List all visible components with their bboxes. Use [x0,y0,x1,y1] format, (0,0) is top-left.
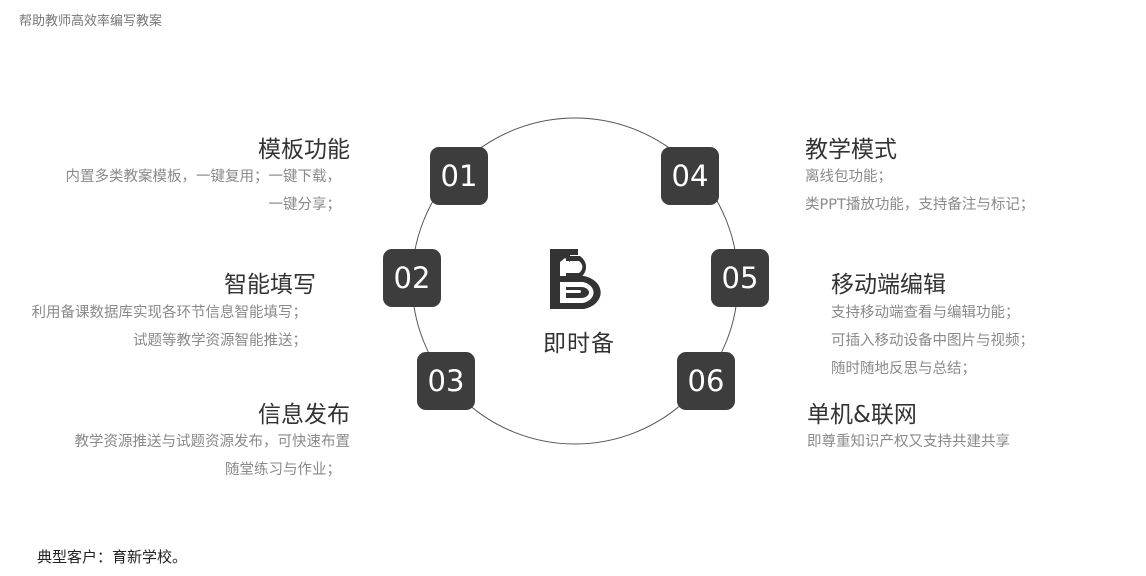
feature-title-publish: 信息发布 [258,402,350,428]
feature-desc-teaching-mode-1: 离线包功能； [805,169,892,185]
node-01: 01 [430,147,488,205]
feature-desc-standalone-network-1: 即尊重知识产权又支持共建共享 [807,434,1010,450]
feature-desc-smart-fill-1: 利用备课数据库实现各环节信息智能填写； [31,305,308,321]
node-02: 02 [383,249,441,307]
feature-desc-mobile-edit-3: 随时随地反思与总结； [831,361,976,377]
book-b-logo-icon [550,249,601,309]
typical-customers: 典型客户：育新学校。 [37,548,188,566]
feature-desc-smart-fill-2: 试题等教学资源智能推送； [133,333,307,349]
brand-name: 即时备 [543,331,615,357]
feature-desc-template-1: 内置多类教案模板，一键复用；一键下载， [65,169,342,185]
feature-desc-teaching-mode-2: 类PPT播放功能，支持备注与标记； [805,197,1035,213]
feature-desc-mobile-edit-2: 可插入移动设备中图片与视频； [831,333,1034,349]
feature-desc-publish-1: 教学资源推送与试题资源发布，可快速布置 [74,434,351,450]
tagline: 帮助教师高效率编写教案 [19,14,163,29]
feature-title-mobile-edit: 移动端编辑 [831,272,946,298]
feature-title-template: 模板功能 [258,137,350,163]
node-05: 05 [711,249,769,307]
feature-title-standalone-network: 单机&联网 [807,402,917,428]
node-06: 06 [677,352,735,410]
node-03: 03 [417,352,475,410]
feature-title-teaching-mode: 教学模式 [805,137,897,163]
feature-title-smart-fill: 智能填写 [224,272,316,298]
feature-desc-template-2: 一键分享； [268,197,342,213]
feature-desc-publish-2: 随堂练习与作业； [225,462,341,478]
feature-desc-mobile-edit-1: 支持移动端查看与编辑功能； [831,305,1020,321]
node-04: 04 [661,147,719,205]
